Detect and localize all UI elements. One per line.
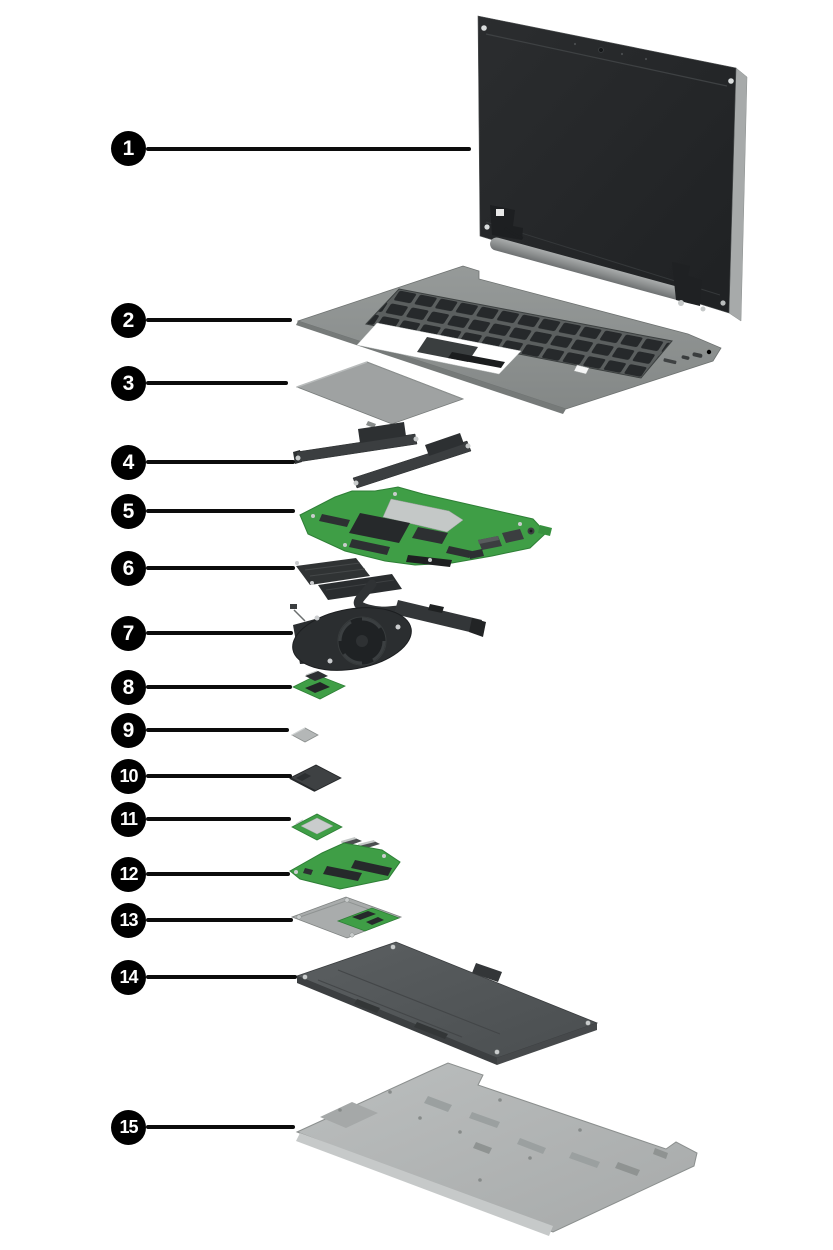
leader-line-6 [146,566,295,570]
leader-line-8 [146,685,292,689]
callout-bubble-13: 13 [111,903,146,938]
part-bottom-cover [295,1062,698,1236]
leader-line-1 [146,147,471,151]
callout-bubble-3: 3 [111,366,146,401]
callout-bubble-9: 9 [111,713,146,748]
callout-bubble-11: 11 [111,802,146,837]
part-system-board [299,486,552,567]
leader-line-15 [146,1125,295,1129]
callout-bubble-6: 6 [111,551,146,586]
leader-line-3 [146,381,288,385]
leader-line-13 [146,918,293,922]
callout-bubble-5: 5 [111,494,146,529]
leader-line-5 [146,509,295,513]
part-display-assembly [477,15,748,322]
callout-bubble-1: 1 [111,131,146,166]
callout-bubble-15: 15 [111,1110,146,1145]
callout-bubble-10: 10 [111,759,146,794]
part-wlan-module [291,813,343,841]
display-hinges [490,205,706,312]
part-io-board [289,837,401,890]
leader-line-14 [146,975,297,979]
callout-bubble-8: 8 [111,670,146,705]
leader-line-9 [146,728,289,732]
callout-bubble-12: 12 [111,857,146,892]
part-touchpad [295,361,465,433]
part-battery [295,941,599,1065]
callout-bubble-14: 14 [111,960,146,995]
side-ports [663,349,712,365]
leader-line-10 [146,774,292,778]
part-sensor-component [291,727,319,743]
callout-bubble-2: 2 [111,303,146,338]
board-ports [468,525,552,559]
leader-line-12 [146,872,290,876]
part-connector-board [292,670,346,700]
leader-line-4 [146,460,295,464]
leader-line-7 [146,631,293,635]
callout-bubble-7: 7 [111,616,146,651]
callout-bubble-4: 4 [111,445,146,480]
leader-line-2 [146,318,292,322]
part-fan [290,604,412,671]
leader-line-11 [146,817,291,821]
part-top-cover-keyboard [296,265,722,414]
part-solid-state-drive [290,896,403,939]
part-speakers [293,422,472,489]
part-bracket [289,764,342,792]
